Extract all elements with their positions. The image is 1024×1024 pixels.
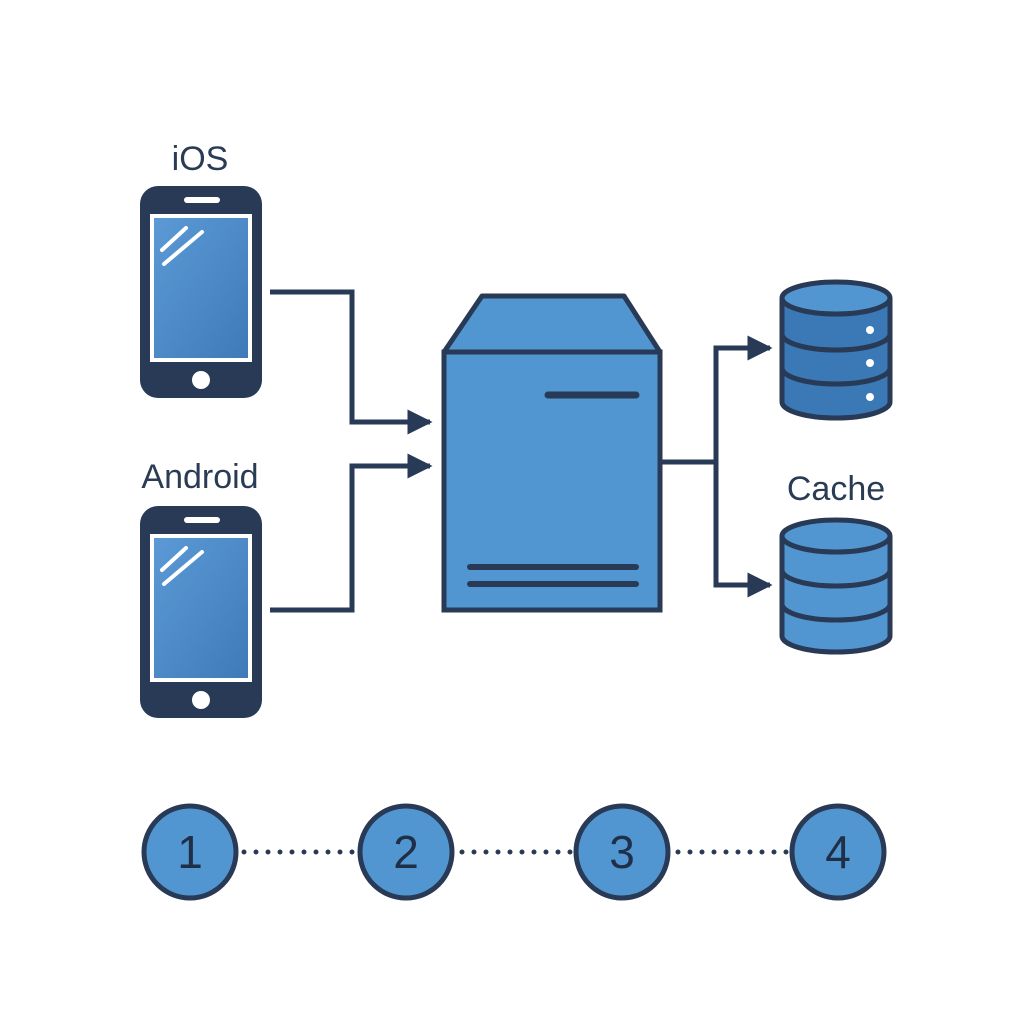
database-icon	[779, 279, 893, 421]
client-label-android: Android	[141, 458, 258, 496]
database-icon	[779, 517, 893, 655]
step-1: 1	[141, 803, 239, 901]
step-number: 4	[825, 826, 851, 878]
smartphone-icon	[140, 186, 262, 398]
step-2: 2	[357, 803, 455, 901]
step-4: 4	[789, 803, 887, 901]
connector-server-to-database	[713, 335, 773, 462]
connector-server-to-cache	[713, 462, 773, 598]
store-label-cache: Cache	[787, 470, 885, 508]
step-3: 3	[573, 803, 671, 901]
step-number: 2	[393, 826, 419, 878]
server-icon	[441, 293, 663, 613]
connector-android-to-server	[270, 453, 433, 613]
step-number: 1	[177, 826, 203, 878]
smartphone-icon	[140, 506, 262, 718]
connector-ios-to-server	[270, 289, 433, 435]
client-label-ios: iOS	[172, 140, 229, 178]
step-number: 3	[609, 826, 635, 878]
